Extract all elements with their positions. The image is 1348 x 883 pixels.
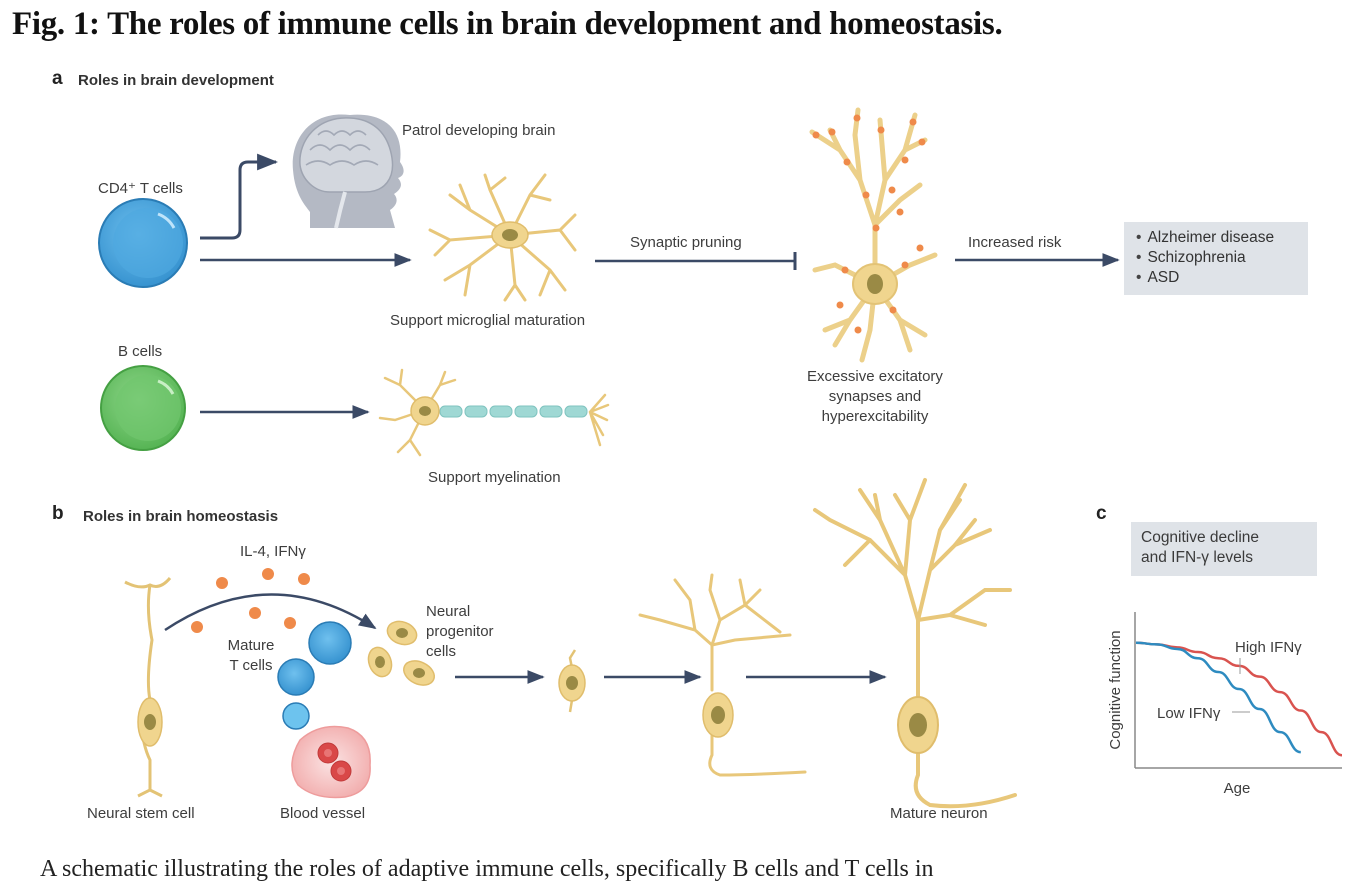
arrow-to-brain	[200, 153, 279, 240]
panel-c-title: Cognitive decline and IFN-γ levels	[1141, 528, 1259, 568]
mature-neuron-label: Mature neuron	[890, 805, 988, 822]
neural-progenitor-cells-icon	[367, 620, 435, 686]
synapse-dots	[812, 114, 926, 334]
blood-vessel-label: Blood vessel	[280, 805, 366, 822]
microglial-maturation-label: Support microglial maturation	[390, 312, 586, 329]
myelination-label: Support myelination	[428, 469, 561, 486]
neuron-hyperexcitability-label: Excessive excitatory synapses and hypere…	[790, 367, 960, 427]
neural-stem-cell-icon	[124, 577, 172, 798]
panel-c-letter: c	[1096, 503, 1107, 524]
neural-progenitor-label: Neural progenitor cells	[426, 602, 494, 662]
increased-risk-label: Increased risk	[968, 234, 1062, 251]
series-high-ifn-line	[1135, 641, 1343, 757]
mature-t-line-1: Mature	[227, 637, 275, 654]
hyperexcitable-neuron-icon	[809, 107, 938, 363]
mature-neuron-icon	[813, 478, 1017, 809]
mature-t-cells-icon	[277, 621, 352, 730]
progenitor-line-3: cells	[426, 643, 457, 660]
y-axis-label: Cognitive function	[1107, 630, 1124, 749]
blood-vessel-icon	[291, 725, 371, 799]
b-cells-label: B cells	[118, 343, 163, 360]
cd4-t-cells-label: CD4⁺ T cells	[98, 180, 183, 197]
series-low-ifn-line	[1135, 641, 1302, 754]
legend-low-ifn: Low IFNγ	[1157, 705, 1221, 722]
risk-item: Schizophrenia	[1136, 248, 1308, 268]
mature-t-cells-label: Mature T cells	[212, 636, 290, 676]
cd4-t-cell-icon	[98, 198, 188, 288]
neuroblast-icon	[558, 649, 586, 713]
b-cell-icon	[100, 365, 186, 451]
panel-c-title-box: Cognitive decline and IFN-γ levels	[1131, 522, 1317, 576]
differentiation-curved-arrow	[164, 593, 377, 632]
panel-c-title-line-2: and IFN-γ levels	[1141, 549, 1253, 566]
risk-item: ASD	[1136, 268, 1308, 288]
progenitor-line-1: Neural	[426, 603, 471, 620]
cognitive-function-chart: High IFNγ Low IFNγ Age Cognitive functio…	[1107, 612, 1343, 797]
panel-a-letter: a	[52, 68, 63, 89]
microglia-icon	[428, 173, 577, 302]
myelinated-neuron-icon	[378, 368, 610, 457]
neural-stem-cell-label: Neural stem cell	[87, 805, 195, 822]
synaptic-pruning-label: Synaptic pruning	[630, 234, 742, 251]
risk-item: Alzheimer disease	[1136, 228, 1308, 248]
neuron-label-line-2: synapses and	[828, 388, 922, 405]
panel-b-title: Roles in brain homeostasis	[83, 508, 279, 525]
disease-risk-box: Alzheimer disease Schizophrenia ASD	[1124, 222, 1308, 295]
x-axis-label: Age	[1224, 780, 1251, 797]
mature-t-line-2: T cells	[229, 657, 273, 674]
legend-high-ifn: High IFNγ	[1235, 639, 1302, 656]
panel-b-letter: b	[52, 503, 64, 524]
young-neuron-icon	[638, 573, 807, 777]
progenitor-line-2: progenitor	[426, 623, 494, 640]
cytokine-dots	[191, 568, 310, 633]
neuron-label-line-1: Excessive excitatory	[807, 368, 943, 385]
figure-title: Fig. 1: The roles of immune cells in bra…	[12, 6, 1003, 42]
child-head-brain-icon	[292, 114, 404, 229]
patrol-brain-label: Patrol developing brain	[402, 122, 556, 139]
neuron-label-line-3: hyperexcitability	[821, 408, 929, 425]
cytokines-label: IL-4, IFNγ	[240, 543, 306, 560]
panel-c-title-line-1: Cognitive decline	[1141, 529, 1260, 546]
panel-a-title: Roles in brain development	[78, 72, 274, 89]
